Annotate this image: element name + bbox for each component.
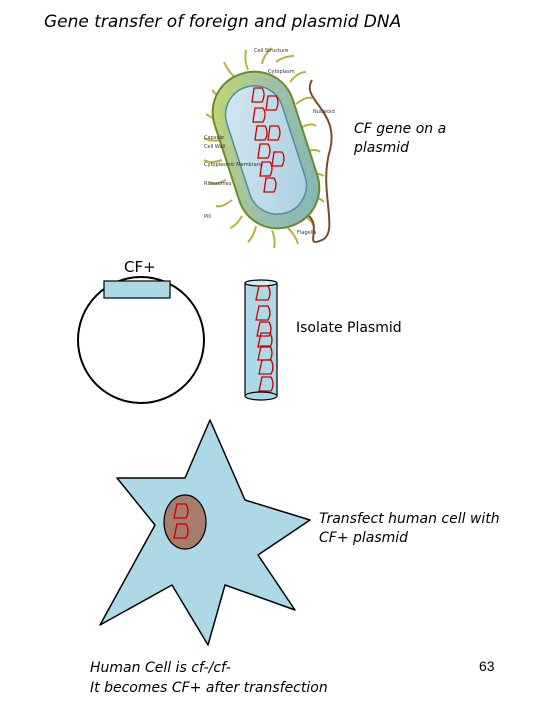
tube-top <box>244 279 278 287</box>
human-cell <box>99 419 311 646</box>
bacterium-labels: Cell Structure Cytoplasm Nucleoid Capsul… <box>204 48 335 236</box>
cf-plus-label: CF+ <box>124 258 156 276</box>
tube-bottom <box>244 391 278 401</box>
label-cell-wall: Cell Wall <box>204 144 225 150</box>
bacterium-cytoplasm <box>224 85 308 215</box>
nucleus-plasmids <box>173 503 189 539</box>
label-cytoplasmic-membrane: Cytoplasmic Membrane <box>204 162 263 168</box>
isolate-plasmid-label: Isolate Plasmid <box>296 320 402 336</box>
slide-title: Gene transfer of foreign and plasmid DNA <box>44 12 402 32</box>
summary-line-1: Human Cell is cf-/cf- <box>90 660 231 676</box>
transfect-caption: Transfect human cell with CF+ plasmid <box>319 511 500 546</box>
cf-plasmid-diagram <box>77 276 205 404</box>
bacterium-plasmids <box>251 87 285 193</box>
page-number: 63 <box>479 658 495 674</box>
cell-nucleus <box>163 494 207 550</box>
label-cell-structure: Cell Structure <box>254 48 288 54</box>
cf-gene-box <box>103 280 171 299</box>
isolated-plasmid-tube <box>244 279 278 401</box>
plasmid-caption: CF gene on a plasmid <box>354 121 447 156</box>
flagellum <box>297 79 333 243</box>
label-nucleoid: Nucleoid <box>313 109 335 115</box>
label-ribosomes: Ribosomes <box>204 181 232 187</box>
tube-plasmids <box>255 285 274 392</box>
label-flagella: Flagella <box>297 230 316 236</box>
label-capsule: Capsule <box>204 135 224 141</box>
summary-line-2: It becomes CF+ after transfection <box>90 680 328 696</box>
plasmid-circle <box>77 276 205 404</box>
label-cytoplasm: Cytoplasm <box>268 69 295 75</box>
label-pili: Pili <box>204 214 211 220</box>
bacterium-illustration: Cell Structure Cytoplasm Nucleoid Capsul… <box>203 47 335 249</box>
summary-text: Human Cell is cf-/cf- It becomes CF+ aft… <box>90 658 410 698</box>
